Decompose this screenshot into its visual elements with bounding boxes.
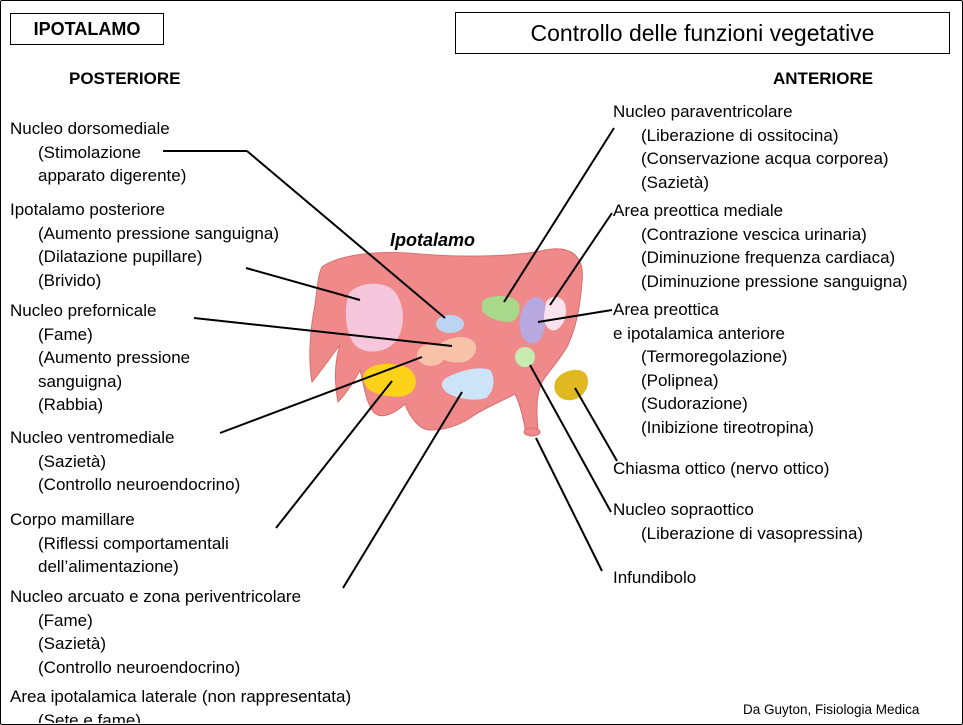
mamillary-body-shape	[362, 363, 416, 397]
label-ventromedial: Nucleo ventromediale (Sazietà) (Controll…	[10, 426, 240, 497]
ventromedial-l1: (Sazietà)	[38, 451, 107, 471]
supraoptic-nucleus-shape	[515, 347, 535, 367]
leader-mamillary	[275, 380, 393, 529]
prefornical-l2: (Aumento pressione	[38, 348, 191, 368]
chiasm-head: Chiasma ottico (nervo ottico)	[613, 459, 830, 478]
leader-paraventricular	[503, 127, 615, 303]
optic-chiasm-shape	[554, 369, 589, 401]
preoptic-anterior-head: Area preottica	[613, 300, 719, 319]
prefornical-nucleus-shape	[438, 337, 477, 363]
label-arcuate: Nucleo arcuato e zona periventricolare (…	[10, 585, 301, 679]
posterior-l3: (Brivido)	[38, 270, 102, 290]
preoptic-medial-head: Area preottica mediale	[613, 201, 784, 220]
dorsomedial-nucleus-shape	[436, 315, 464, 333]
preoptic-anterior-head2: e ipotalamica anteriore	[613, 323, 785, 343]
anterior-label: ANTERIORE	[773, 69, 874, 88]
leader-arcuate	[342, 391, 463, 589]
ventromedial-head: Nucleo ventromediale	[10, 428, 175, 447]
preoptic-anterior-l3: (Sudorazione)	[641, 394, 748, 414]
dorsomedial-head: Nucleo dorsomediale	[10, 119, 170, 138]
leader-chiasm	[574, 387, 618, 462]
supraoptic-l1: (Liberazione di vasopressina)	[641, 523, 864, 543]
prefornical-l3: sanguigna)	[38, 371, 123, 391]
leader-supraoptic	[529, 364, 612, 513]
arcuate-l1: (Fame)	[38, 610, 93, 630]
ventromedial-nucleus-shape	[417, 344, 445, 366]
label-infundibulum: Infundibolo	[613, 566, 696, 590]
paraventricular-head: Nucleo paraventricolare	[613, 102, 793, 121]
header-box: Controllo delle funzioni vegetative	[455, 12, 950, 54]
dorsomedial-l1: (Stimolazione	[38, 142, 141, 162]
prefornical-head: Nucleo prefornicale	[10, 301, 157, 320]
diagram-title: Ipotalamo	[390, 230, 476, 250]
prefornical-l1: (Fame)	[38, 324, 93, 344]
leader-preoptic-anterior	[537, 309, 613, 323]
label-paraventricular: Nucleo paraventricolare (Liberazione di …	[613, 100, 889, 194]
label-optic-chiasm: Chiasma ottico (nervo ottico)	[613, 457, 829, 481]
arcuate-head: Nucleo arcuato e zona periventricolare	[10, 587, 302, 606]
lateral-head: Area ipotalamica laterale (non rappresen…	[10, 687, 352, 706]
leader-infundibulum	[535, 437, 603, 572]
paraventricular-l3: (Sazietà)	[641, 172, 710, 192]
posterior-l2: (Dilatazione pupillare)	[38, 247, 203, 267]
leader-ventromedial	[219, 356, 423, 434]
mamillary-l2: dell’alimentazione)	[38, 557, 179, 577]
label-supraoptic: Nucleo sopraottico (Liberazione di vasop…	[613, 498, 863, 545]
label-lateral-area: Area ipotalamica laterale (non rappresen…	[10, 685, 351, 723]
mamillary-l1: (Riflessi comportamentali	[38, 533, 229, 553]
label-preoptic-anterior: Area preottica e ipotalamica anteriore (…	[613, 298, 814, 440]
mamillary-head: Corpo mamillare	[10, 510, 135, 529]
prefornical-l4: (Rabbia)	[38, 395, 104, 415]
posterior-label: POSTERIORE	[69, 69, 181, 88]
label-posterior-hypothalamus: Ipotalamo posteriore (Aumento pressione …	[10, 198, 279, 292]
dorsomedial-l2: apparato digerente)	[38, 166, 187, 186]
preoptic-medial-l1: (Contrazione vescica urinaria)	[641, 224, 867, 244]
paraventricular-l1: (Liberazione di ossitocina)	[641, 125, 839, 145]
credit-text: Da Guyton, Fisiologia Medica	[743, 702, 920, 717]
infundibulum-head: Infundibolo	[613, 568, 697, 587]
label-dorsomedial: Nucleo dorsomediale (Stimolazione appara…	[10, 117, 186, 188]
title-box: IPOTALAMO	[10, 13, 164, 45]
lateral-l1: (Sete e fame)	[38, 710, 141, 723]
arcuate-nucleus-shape	[441, 368, 494, 400]
infundibulum-tip	[523, 427, 541, 437]
preoptic-medial-shape	[519, 297, 547, 344]
leader-lines	[163, 127, 618, 589]
arcuate-l2: (Sazietà)	[38, 634, 107, 654]
preoptic-medial-l3: (Diminuzione pressione sanguigna)	[641, 271, 908, 291]
label-prefornical: Nucleo prefornicale (Fame) (Aumento pres…	[10, 299, 190, 417]
posterior-l1: (Aumento pressione sanguigna)	[38, 223, 279, 243]
paraventricular-nucleus-shape	[482, 296, 520, 322]
leader-preoptic-medial	[549, 212, 613, 306]
posterior-head: Ipotalamo posteriore	[10, 200, 165, 219]
preoptic-medial-l2: (Diminuzione frequenza cardiaca)	[641, 248, 896, 268]
preoptic-anterior-l1: (Termoregolazione)	[641, 347, 788, 367]
leader-dorsomedial-2	[246, 150, 446, 319]
ventromedial-l2: (Controllo neuroendocrino)	[38, 475, 241, 495]
label-mamillary-body: Corpo mamillare (Riflessi comportamental…	[10, 508, 229, 579]
supraoptic-head: Nucleo sopraottico	[613, 500, 754, 519]
arcuate-l3: (Controllo neuroendocrino)	[38, 657, 241, 677]
preoptic-anterior-shape	[544, 296, 566, 331]
preoptic-anterior-l4: (Inibizione tireotropina)	[641, 417, 814, 437]
label-preoptic-medial: Area preottica mediale (Contrazione vesc…	[613, 199, 907, 293]
paraventricular-l2: (Conservazione acqua corporea)	[641, 149, 889, 169]
leader-prefornical	[193, 317, 453, 347]
preoptic-anterior-l2: (Polipnea)	[641, 370, 719, 390]
posterior-area-shape	[345, 283, 403, 352]
leader-posterior	[245, 267, 361, 301]
